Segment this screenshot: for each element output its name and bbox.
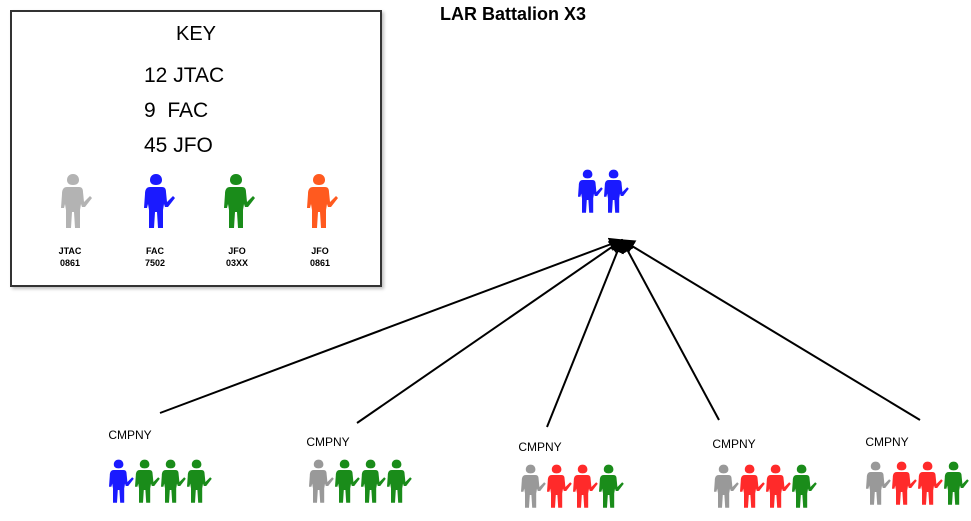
legend-label-jfo-0861: JFO 0861	[290, 245, 350, 269]
legend-label-name: JFO	[311, 246, 329, 256]
company-soldier-groups	[109, 459, 969, 508]
legend-label-code: 0861	[59, 258, 81, 268]
company-soldier-icon	[599, 464, 624, 508]
legend-label-name: JTAC	[58, 246, 82, 256]
company-soldier-icon	[892, 461, 917, 505]
company-soldier-icon	[361, 459, 386, 503]
company-label: CMPNY	[108, 428, 152, 442]
fac-soldier-icon	[144, 174, 175, 228]
reporting-arrow	[621, 238, 720, 421]
legend-label-code: 03XX	[225, 258, 249, 268]
arrow-group	[159, 237, 921, 428]
legend-label-jtac: JTAC 0861	[40, 245, 100, 269]
company-soldier-icon	[109, 459, 134, 503]
company-label: CMPNY	[518, 440, 562, 454]
company-soldier-icon	[521, 464, 546, 508]
legend-count-jfo: 45 JFO	[144, 134, 213, 157]
company-soldier-icon	[792, 464, 817, 508]
company-soldier-icon	[547, 464, 572, 508]
legend-label-code: 0861	[309, 258, 331, 268]
reporting-arrow	[546, 238, 624, 428]
company-soldier-icon	[740, 464, 765, 508]
legend-label-jfo-03xx: JFO 03XX	[207, 245, 267, 269]
company-soldier-icon	[387, 459, 412, 503]
company-soldier-icon	[918, 461, 943, 505]
legend-key-box: KEY 12 JTAC 9 FAC 45 JFO JTAC 0861 FAC 7…	[10, 10, 382, 287]
battalion-soldier-icon	[578, 169, 603, 213]
company-soldier-icon	[866, 461, 891, 505]
company-label: CMPNY	[712, 437, 756, 451]
company-label: CMPNY	[865, 435, 909, 449]
company-soldier-icon	[573, 464, 598, 508]
company-soldier-icon	[944, 461, 969, 505]
legend-count-jtac: 12 JTAC	[144, 64, 225, 87]
company-soldier-icon	[309, 459, 334, 503]
company-soldier-icon	[135, 459, 160, 503]
battalion-soldier-group	[578, 169, 629, 213]
company-label: CMPNY	[306, 435, 350, 449]
company-soldier-icon	[161, 459, 186, 503]
legend-label-name: JFO	[228, 246, 246, 256]
legend-label-code: 7502	[144, 258, 166, 268]
company-soldier-icon	[714, 464, 739, 508]
jtac-soldier-icon	[61, 174, 92, 228]
reporting-arrow	[620, 239, 921, 421]
company-soldier-icon	[335, 459, 360, 503]
reporting-arrow	[356, 239, 624, 424]
legend-label-fac: FAC 7502	[125, 245, 185, 269]
jfo-03xx-soldier-icon	[224, 174, 255, 228]
legend-heading: KEY	[175, 23, 217, 45]
jfo-0861-soldier-icon	[307, 174, 338, 228]
reporting-arrow	[159, 237, 624, 414]
legend-count-fac: 9 FAC	[144, 99, 209, 122]
diagram-title: LAR Battalion X3	[440, 4, 587, 24]
company-soldier-icon	[187, 459, 212, 503]
battalion-soldier-icon	[604, 169, 629, 213]
company-soldier-icon	[766, 464, 791, 508]
legend-label-name: FAC	[146, 246, 164, 256]
